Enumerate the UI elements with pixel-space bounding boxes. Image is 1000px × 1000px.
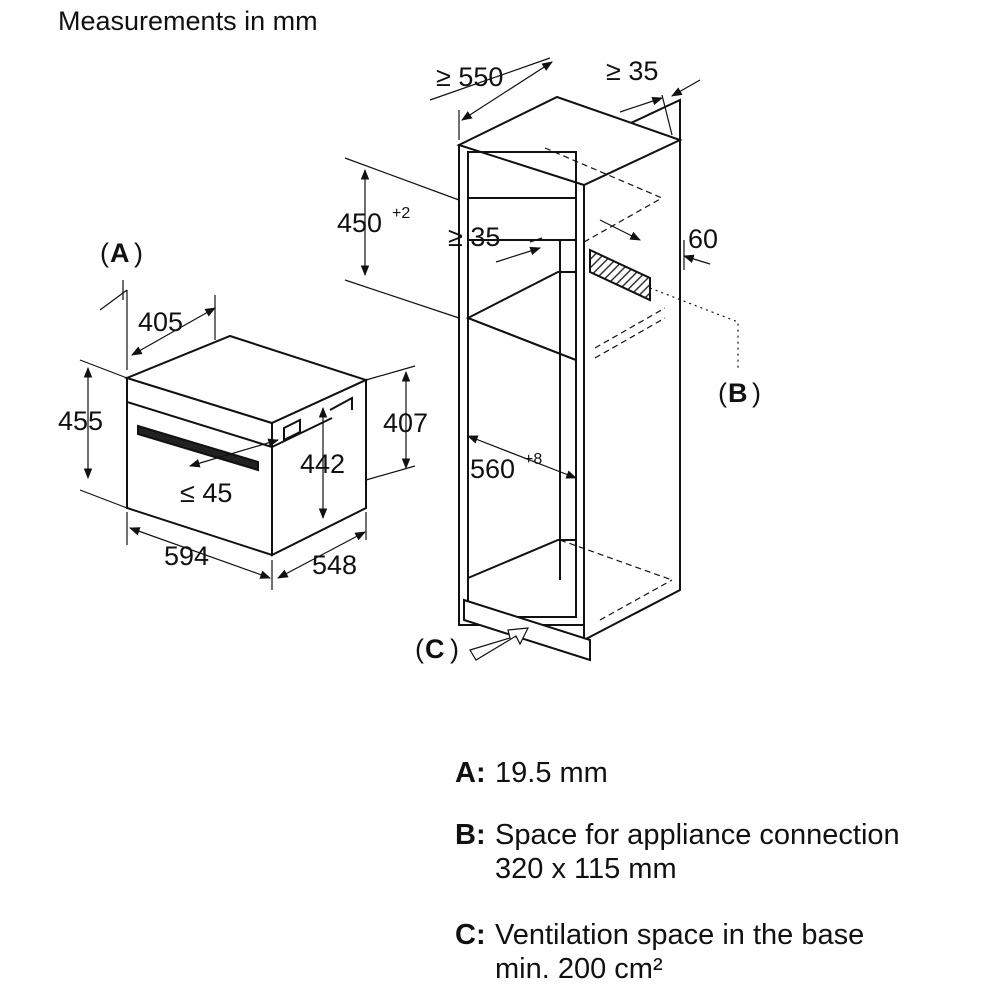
dim-35-mid: ≥ 35	[448, 222, 500, 252]
callout-c: C	[425, 634, 445, 664]
dim-35-top: ≥ 35	[606, 56, 658, 86]
callout-b-close: )	[752, 378, 761, 408]
dim-442: 442	[300, 449, 345, 479]
legend-c-text: Ventilation space in the base	[495, 919, 865, 951]
dim-405: 405	[138, 307, 183, 337]
legend-a: A: 19.5 mm	[455, 756, 608, 790]
callout-c-close: )	[450, 634, 459, 664]
dim-407: 407	[383, 408, 428, 438]
cabinet-drawing	[456, 95, 683, 662]
callout-b: B	[728, 378, 748, 408]
dim-60: 60	[688, 224, 718, 254]
cabinet-hidden-lines	[544, 147, 673, 621]
callout-a-open: (	[100, 238, 109, 268]
callout-a: A	[110, 238, 130, 268]
dim-455: 455	[58, 406, 103, 436]
legend-b: B: Space for appliance connection 320 x 1…	[455, 818, 900, 886]
oven-dimension-lines	[79, 280, 416, 590]
callout-a-close: )	[134, 238, 143, 268]
legend-a-text: 19.5 mm	[495, 757, 608, 789]
diagram-title: Measurements in mm	[58, 6, 318, 36]
legend-c-text-2: min. 200 cm²	[495, 953, 663, 985]
dimension-labels: 405 455 407 442 ≤ 45 594 548 ≥ 550 ≥ 35 …	[58, 56, 718, 580]
legend-b-text: Space for appliance connection	[495, 819, 900, 851]
callout-b-open: (	[718, 378, 727, 408]
dim-548: 548	[312, 550, 357, 580]
legend-c-key: C:	[455, 919, 486, 951]
cabinet-dimension-lines	[344, 57, 739, 661]
dim-560: 560	[470, 454, 515, 484]
dim-450: 450	[337, 208, 382, 238]
dim-45: ≤ 45	[180, 478, 232, 508]
callout-c-open: (	[415, 634, 424, 664]
dim-450-tolerance: +2	[392, 205, 410, 222]
dim-594: 594	[164, 541, 209, 571]
dim-550: ≥ 550	[436, 62, 503, 92]
legend-b-key: B:	[455, 819, 486, 851]
legend-b-text-2: 320 x 115 mm	[495, 853, 677, 885]
dim-560-tolerance: +8	[524, 451, 542, 468]
oven-drawing	[124, 334, 369, 557]
callout-labels: ( A ) ( B ) ( C )	[100, 238, 761, 664]
legend-a-key: A:	[455, 757, 486, 789]
legend-c: C: Ventilation space in the base min. 200…	[455, 918, 864, 986]
